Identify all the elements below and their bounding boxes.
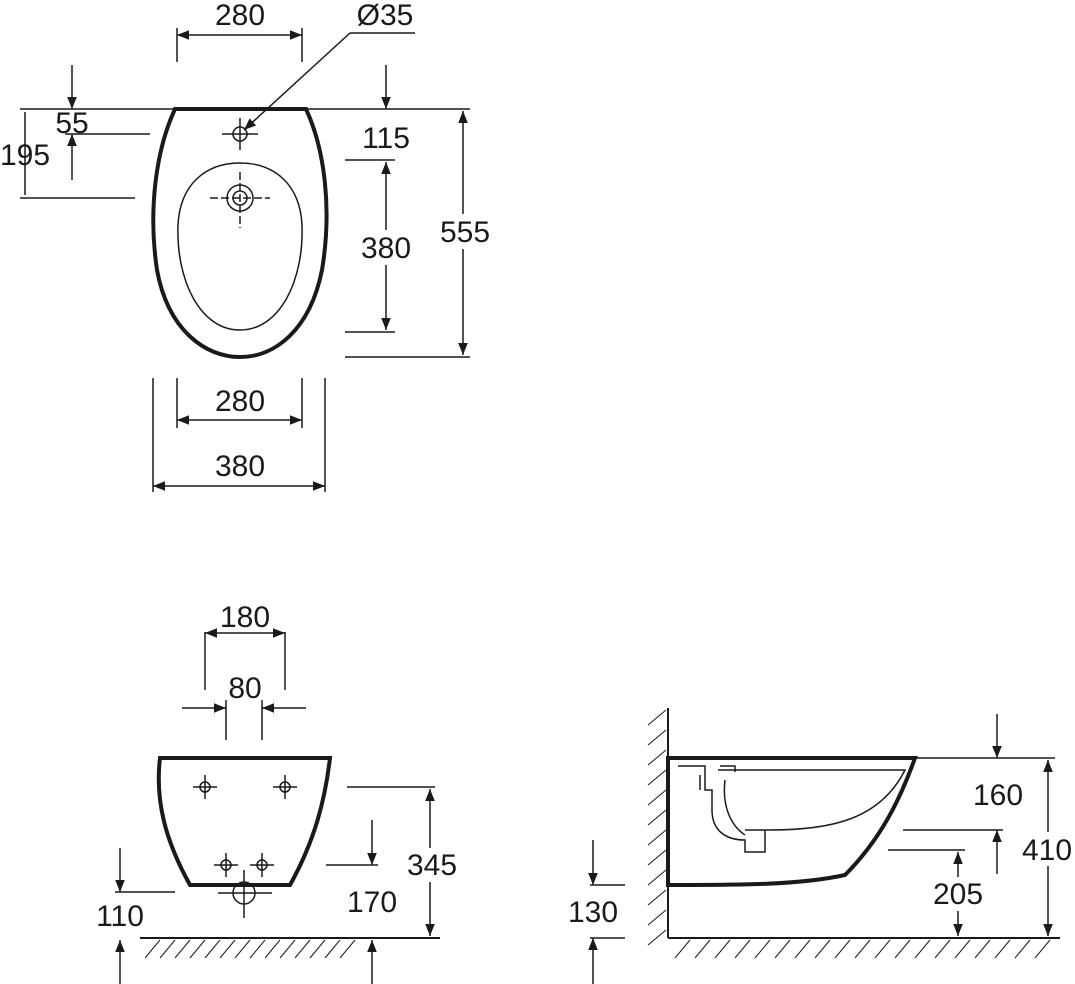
front-view: 180 80 345 170 110 — [96, 601, 462, 984]
dim-lower-bolt-height: 170 — [347, 886, 397, 919]
side-view-siphon — [678, 765, 766, 853]
side-view: 160 410 205 130 — [568, 708, 1075, 984]
dim-total-width: 380 — [215, 450, 265, 483]
front-view-outline — [156, 756, 333, 887]
dim-mount-height: 345 — [407, 849, 457, 882]
dim-drain-height: 110 — [96, 900, 144, 933]
dim-hole-diameter: Ø35 — [357, 0, 414, 32]
tap-hole-icon — [222, 118, 258, 150]
top-view: 280 Ø35 55 195 115 380 555 280 38 — [0, 0, 495, 492]
dim-bottom-clearance: 130 — [568, 896, 618, 929]
top-view-bowl — [177, 162, 303, 331]
dim-bolt-spacing: 180 — [220, 601, 270, 634]
dim-bottom-inner-width: 280 — [215, 385, 265, 418]
dim-bowl-length: 380 — [361, 232, 411, 265]
dim-top-width: 280 — [215, 0, 265, 32]
dim-total-length: 555 — [440, 216, 490, 249]
drain-pipe-icon — [218, 870, 272, 918]
dim-hole-offset: 55 — [55, 107, 88, 140]
side-view-outline — [666, 756, 918, 888]
floor-hatch — [140, 937, 440, 959]
side-view-bowl — [718, 769, 907, 836]
dim-total-height: 410 — [1022, 834, 1072, 867]
top-view-outline — [151, 107, 329, 360]
dim-bowl-offset: 115 — [362, 122, 410, 155]
drain-hole-icon — [210, 172, 270, 228]
dim-outlet-height: 205 — [933, 878, 983, 911]
dim-tap-offset: 195 — [0, 139, 50, 172]
bolt-hole-icon — [193, 775, 297, 877]
dim-top-offset: 160 — [973, 779, 1023, 812]
dim-pipe-spacing: 80 — [228, 672, 261, 705]
wall-hatch — [647, 708, 1060, 959]
